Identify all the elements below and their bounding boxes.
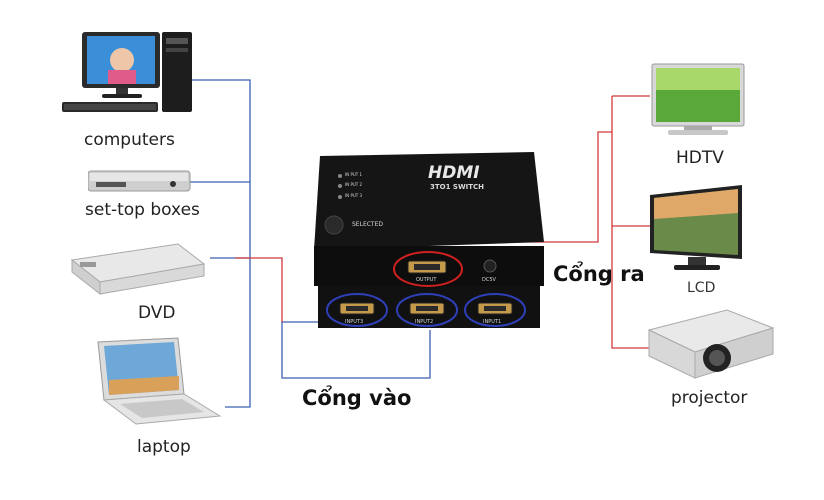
label-output: Cổng ra <box>553 262 645 286</box>
input1-port-label: INPUT1 <box>483 319 501 325</box>
led-input-1: IN PUT 1 <box>345 172 362 177</box>
selected-label: SELECTED <box>352 221 383 228</box>
label-inputs: Cổng vào <box>302 386 411 410</box>
label-set-top-boxes: set-top boxes <box>85 200 200 220</box>
led-input-2: IN PUT 2 <box>345 182 362 187</box>
laptop-illustration <box>92 336 222 428</box>
projector-illustration <box>645 306 777 384</box>
label-dvd: DVD <box>138 303 176 323</box>
switch-brand: HDMI <box>428 163 480 183</box>
switch-model: 3TO1 SWITCH <box>430 183 484 191</box>
dvd-drive-illustration <box>68 236 208 298</box>
label-computers: computers <box>84 130 175 150</box>
label-projector: projector <box>671 388 747 408</box>
led-input-3: IN PUT 3 <box>345 193 362 198</box>
hdtv-illustration <box>650 62 746 138</box>
output-port-label: OUTPUT <box>416 277 436 283</box>
computer-illustration <box>62 28 197 118</box>
wire-to-input2 <box>282 322 430 378</box>
label-laptop: laptop <box>137 437 191 457</box>
label-lcd: LCD <box>687 280 715 296</box>
input2-port-label: INPUT2 <box>415 319 433 325</box>
label-hdtv: HDTV <box>676 148 724 168</box>
dc-jack-label: DC5V <box>482 277 496 283</box>
wire-dvd-red <box>235 258 282 322</box>
input3-port-label: INPUT3 <box>345 319 363 325</box>
settop-box-illustration <box>88 167 193 195</box>
lcd-illustration <box>648 183 746 275</box>
